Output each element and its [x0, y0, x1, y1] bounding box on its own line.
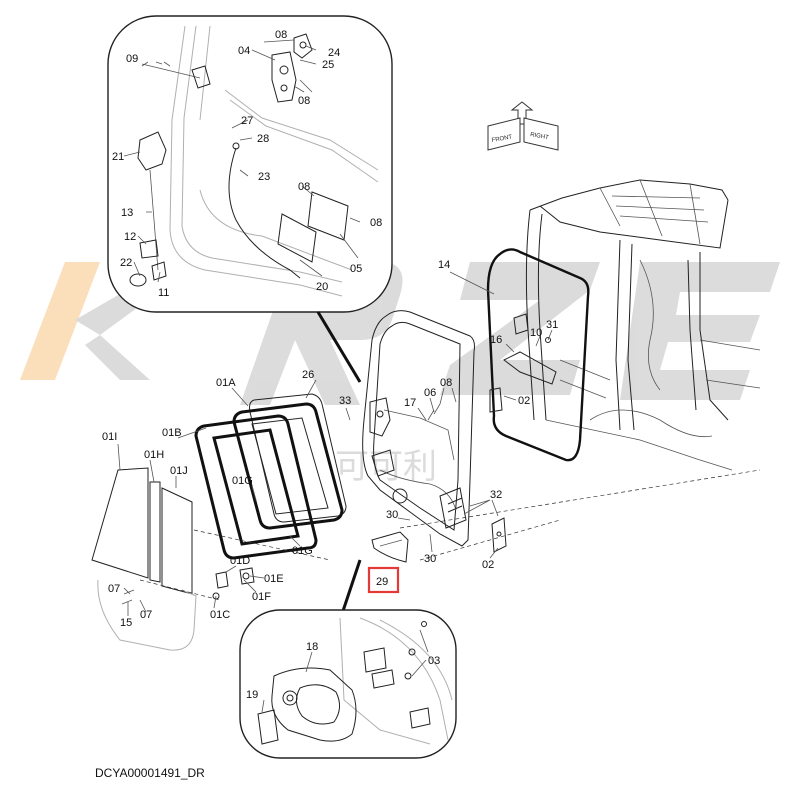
callout-01h: 01H [144, 449, 164, 461]
glass-panes [91, 393, 347, 651]
main-leader-lines [117, 271, 553, 616]
cover-19 [257, 709, 279, 745]
callout-09: 09 [126, 53, 138, 65]
glass-01j [161, 487, 193, 595]
callout-23: 23 [258, 171, 270, 183]
cab-structure [399, 179, 761, 561]
strip-01h [149, 481, 161, 583]
callout-01d: 01D [230, 555, 250, 567]
callout-12: 12 [124, 231, 136, 243]
callout-01c: 01C [210, 609, 230, 621]
watermark-k-leg [85, 335, 150, 380]
callout-01g-b: 01G [292, 545, 313, 557]
callout-01i: 01I [102, 431, 117, 443]
callout-02-b: 02 [482, 559, 494, 571]
callout-14: 14 [438, 259, 450, 271]
callout-17: 17 [404, 397, 416, 409]
highlight-box-29 [367, 566, 400, 594]
callout-26: 26 [302, 369, 314, 381]
callout-20: 20 [316, 281, 328, 293]
callout-08-b: 08 [298, 95, 310, 107]
callout-01e: 01E [264, 573, 284, 585]
glass-01i [91, 467, 149, 579]
callout-08-a: 08 [275, 29, 287, 41]
callout-04: 04 [238, 45, 250, 57]
callout-27: 27 [241, 115, 253, 127]
cover-18 [271, 667, 357, 742]
callout-22: 22 [120, 257, 132, 269]
front-label: FRONT [491, 134, 513, 144]
callout-32: 32 [490, 489, 502, 501]
watermark-z [440, 262, 600, 395]
callout-25: 25 [322, 59, 334, 71]
watermark-k-stem [20, 262, 100, 380]
bottom-detail-bubble [239, 609, 457, 759]
door-seal-14 [486, 248, 590, 462]
callout-31: 31 [546, 319, 558, 331]
callout-10: 10 [530, 327, 542, 339]
callout-28: 28 [257, 133, 269, 145]
callout-07-b: 07 [140, 609, 152, 621]
callout-07-a: 07 [108, 583, 120, 595]
callout-29: 29 [376, 576, 388, 588]
watermark-sub-text: 可可利 [335, 447, 437, 487]
top-bubble-frame [107, 15, 393, 313]
door-lock-body [271, 51, 297, 103]
front-face [487, 117, 521, 151]
striker-16 [503, 351, 557, 385]
callout-19: 19 [246, 689, 258, 701]
callout-01g-a: 01G [232, 475, 253, 487]
drawing-code: DCYA00001491_DR [95, 766, 205, 780]
callout-01f: 01F [252, 591, 271, 603]
callout-11: 11 [158, 287, 169, 299]
top-detail-bubble [107, 15, 393, 313]
callout-30-a: 30 [386, 509, 398, 521]
up-arrow-icon [510, 101, 534, 125]
callout-01b: 01B [162, 427, 182, 439]
bottom-bubble-frame [239, 609, 457, 759]
cable-23 [228, 147, 301, 279]
bracket-02-upper [489, 387, 503, 413]
detail-pointer-bottom [340, 559, 362, 615]
callout-03: 03 [428, 655, 440, 667]
callout-16: 16 [490, 334, 502, 346]
callout-24: 24 [328, 47, 340, 59]
callout-18: 18 [306, 641, 318, 653]
callout-30-b: 30 [424, 553, 436, 565]
callout-33: 33 [339, 395, 351, 407]
callout-08-d: 08 [370, 217, 382, 229]
callout-13: 13 [121, 207, 133, 219]
cover-29 [371, 531, 409, 563]
callout-15: 15 [120, 617, 132, 629]
callout-06: 06 [424, 387, 436, 399]
callout-21: 21 [112, 151, 124, 163]
callout-05: 05 [350, 263, 362, 275]
callout-08-c: 08 [298, 181, 310, 193]
orientation-symbol: FRONT RIGHT [487, 101, 559, 151]
detail-pointer-top [316, 311, 362, 383]
right-label: RIGHT [530, 132, 550, 141]
striker-plate [293, 33, 313, 59]
callout-08-e: 08 [440, 377, 452, 389]
callout-01j: 01J [170, 465, 188, 477]
cab-door-frame [362, 310, 475, 547]
bracket-02-lower [491, 517, 507, 553]
callout-01a: 01A [216, 377, 236, 389]
latch-21 [137, 131, 167, 171]
callout-02-a: 02 [518, 395, 530, 407]
callout-labels: 09 08 04 24 25 08 27 28 21 23 13 08 08 1… [102, 29, 558, 701]
right-face [523, 117, 559, 151]
